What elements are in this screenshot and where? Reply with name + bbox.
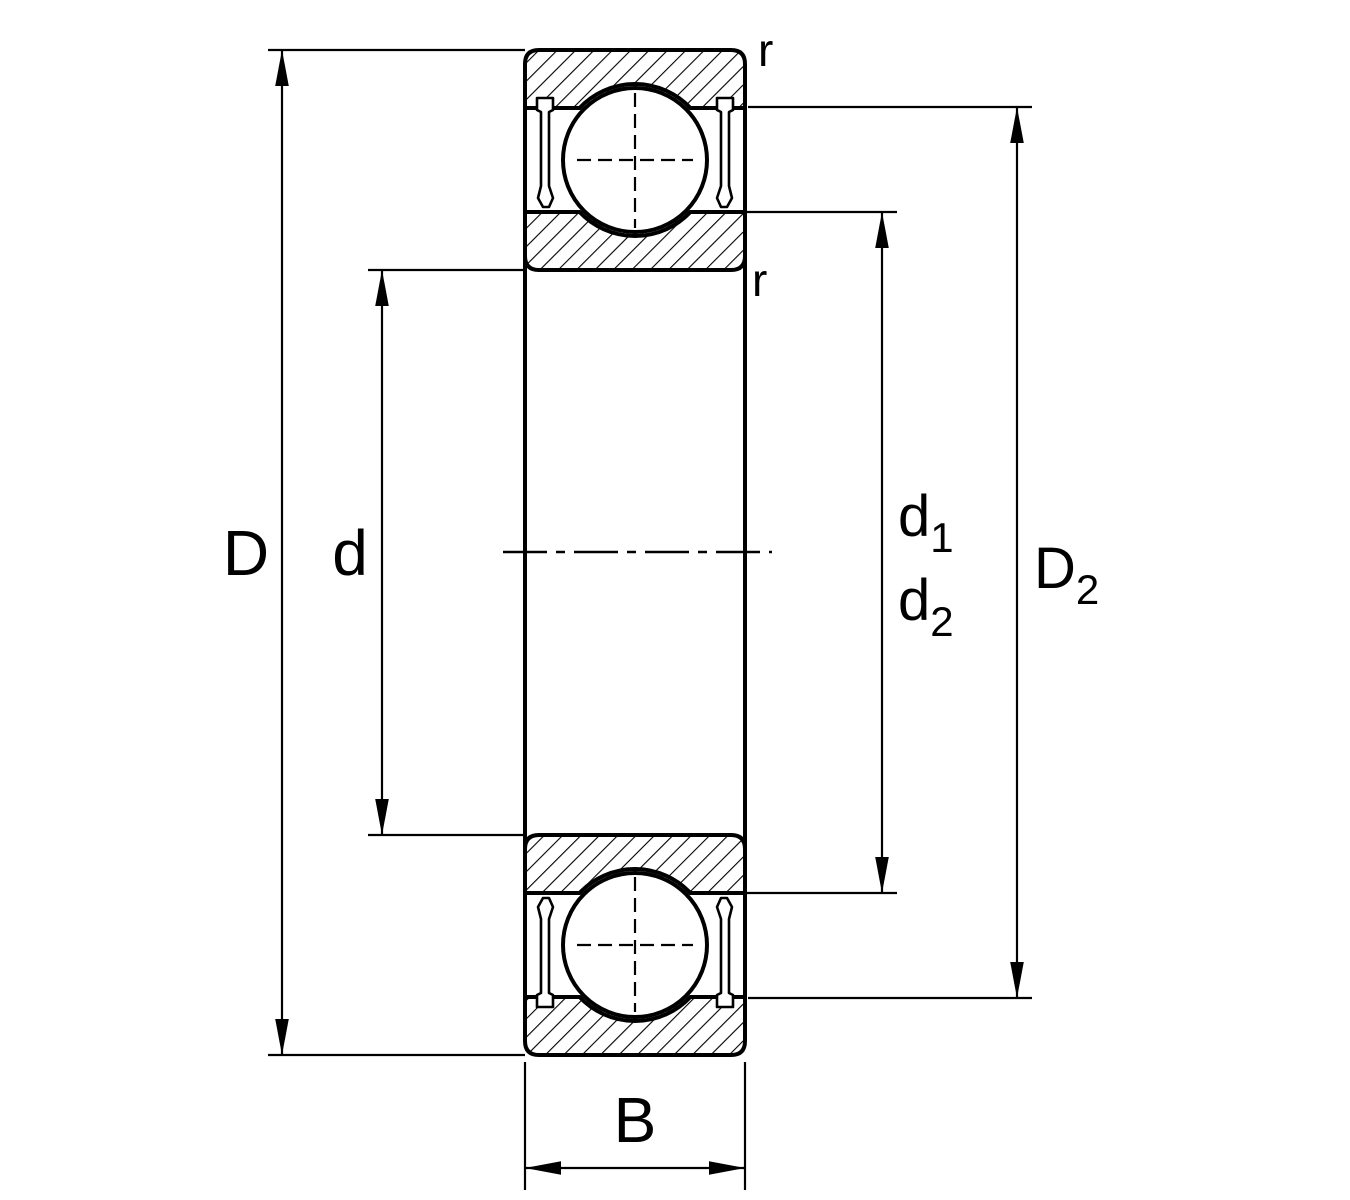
- dimension-D: D: [223, 48, 525, 1057]
- dimension-d1-d2: d1 d2: [745, 210, 954, 895]
- inner-ring-top: [523, 210, 747, 272]
- label-D: D: [223, 517, 269, 589]
- label-d2: d2: [898, 568, 954, 645]
- seal-left-top: [535, 96, 555, 209]
- label-D2: D2: [1034, 536, 1099, 613]
- seal-right-top: [715, 96, 735, 209]
- dimension-d: d: [332, 268, 525, 837]
- label-r-outer: r: [758, 24, 773, 76]
- seal-left-bottom: [535, 896, 555, 1009]
- bearing-top-section: [523, 48, 747, 272]
- dimension-D2: D2: [748, 105, 1099, 1000]
- dimension-B: B: [523, 1062, 747, 1190]
- label-B: B: [614, 1084, 657, 1156]
- label-d: d: [332, 517, 368, 589]
- label-r-inner: r: [752, 254, 767, 306]
- inner-ring-bottom: [523, 833, 747, 895]
- bearing-bottom-section: [523, 833, 747, 1057]
- label-d1: d1: [898, 484, 954, 561]
- seal-right-bottom: [715, 896, 735, 1009]
